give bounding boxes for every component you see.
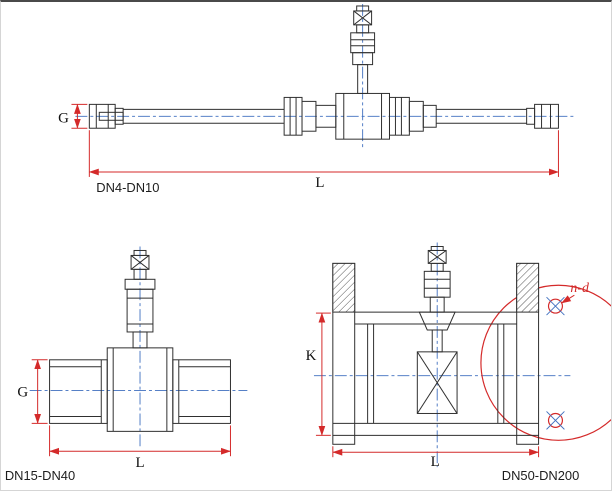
sensor-assembly xyxy=(124,249,156,349)
label-dn50-dn200: DN50-DN200 xyxy=(502,468,579,483)
bolt-hole-top xyxy=(546,296,565,316)
dimension-l xyxy=(332,446,540,458)
dim-label-g: G xyxy=(58,110,69,126)
drawing-dn50-dn200: K L n-d DN50-DN200 xyxy=(306,242,611,483)
label-dn15-dn40: DN15-DN40 xyxy=(5,468,75,483)
dimension-l xyxy=(88,130,559,177)
sensor-assembly xyxy=(423,246,451,313)
dim-label-l: L xyxy=(315,175,324,191)
drawing-dn15-dn40: G L DN15-DN40 xyxy=(5,246,248,483)
dim-label-k: K xyxy=(306,348,317,364)
meter-body xyxy=(332,262,540,445)
meter-body xyxy=(88,92,559,140)
flange-circle xyxy=(480,284,611,441)
label-dn4-dn10: DN4-DN10 xyxy=(96,180,159,195)
dimension-k xyxy=(315,312,331,436)
dim-label-l: L xyxy=(431,454,440,470)
dim-label-l: L xyxy=(135,455,144,471)
dim-label-nd: n-d xyxy=(570,281,589,296)
bolt-hole-bottom xyxy=(546,411,565,430)
nd-leader-line xyxy=(561,294,575,304)
dimension-l xyxy=(49,425,231,457)
dimension-g xyxy=(71,103,88,129)
dimension-g xyxy=(31,359,48,424)
drawing-dn4-dn10: G L DN4-DN10 xyxy=(58,3,575,195)
dim-label-g: G xyxy=(17,385,28,401)
meter-body xyxy=(49,347,231,432)
